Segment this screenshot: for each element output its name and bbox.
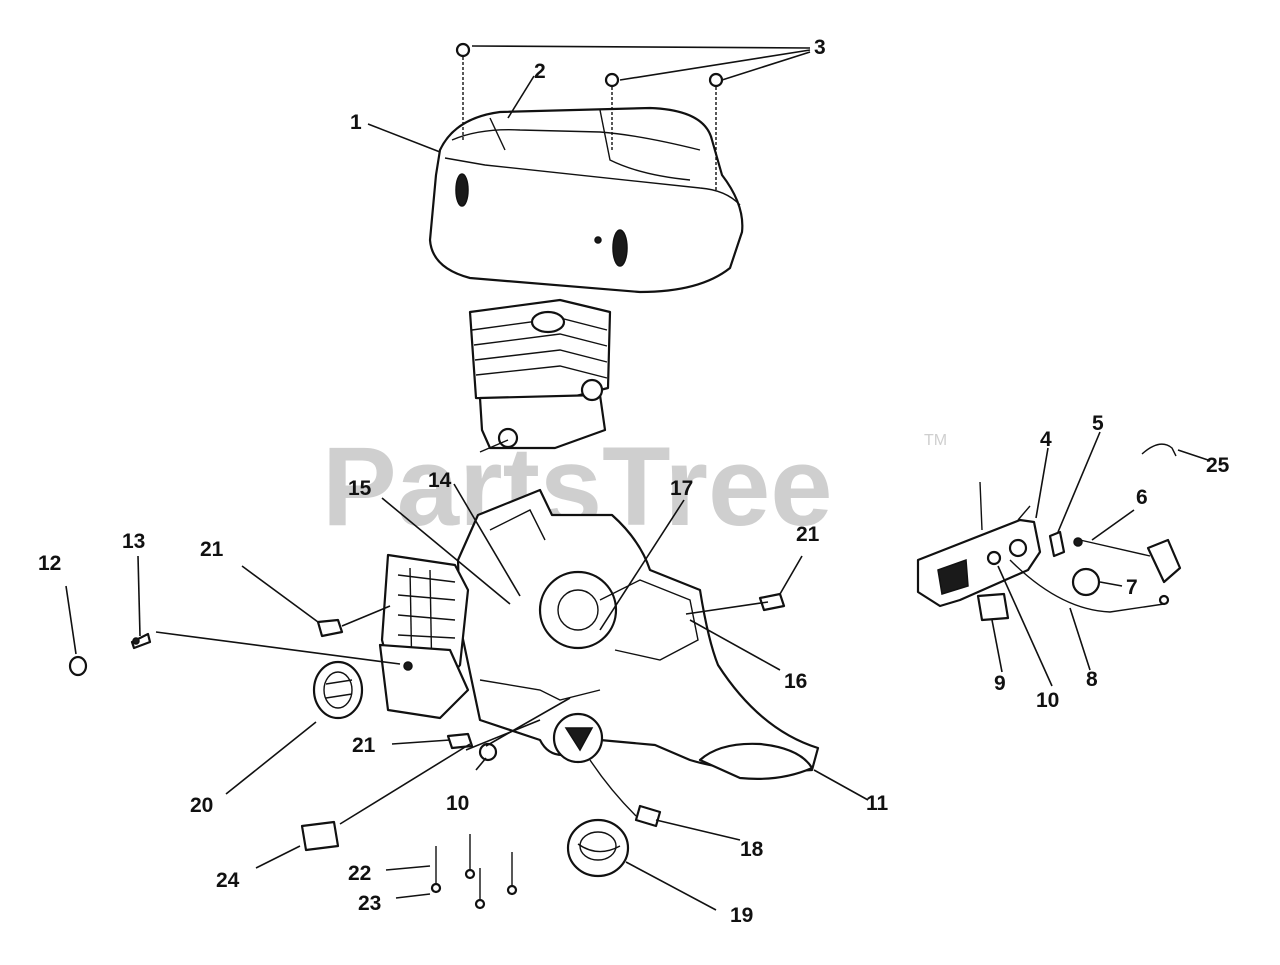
callout-3: 3 xyxy=(814,36,826,59)
callout-9: 9 xyxy=(994,672,1006,695)
watermark-trademark: TM xyxy=(924,432,947,449)
callout-25: 25 xyxy=(1206,454,1230,477)
clip[interactable] xyxy=(316,618,344,638)
callout-22: 22 xyxy=(348,862,371,885)
callout-labels: 1 2 3 4 5 6 7 8 9 10 10 11 12 13 14 15 1… xyxy=(38,36,1230,927)
switch-block[interactable] xyxy=(976,592,1010,622)
callout-10-center: 10 xyxy=(446,792,469,815)
bushing[interactable] xyxy=(68,655,88,677)
switch-button[interactable] xyxy=(1071,567,1101,597)
tether-tab[interactable] xyxy=(634,804,662,828)
callout-5: 5 xyxy=(1092,412,1104,435)
cone-fitting[interactable] xyxy=(130,632,152,650)
callout-11: 11 xyxy=(866,792,889,815)
spring[interactable] xyxy=(1048,530,1066,558)
callout-4: 4 xyxy=(1040,428,1052,451)
callout-13: 13 xyxy=(122,530,145,553)
callout-20: 20 xyxy=(190,794,213,817)
callout-7: 7 xyxy=(1126,576,1138,599)
bolts[interactable] xyxy=(430,834,518,910)
nut[interactable] xyxy=(478,742,498,762)
oil-cap[interactable] xyxy=(552,712,604,764)
callout-14: 14 xyxy=(428,469,452,492)
wire xyxy=(1009,559,1165,613)
filter-cap[interactable] xyxy=(312,660,364,720)
foam-block[interactable] xyxy=(300,820,340,852)
callout-1: 1 xyxy=(350,111,362,134)
callout-12: 12 xyxy=(38,552,61,575)
callout-21-right: 21 xyxy=(796,523,820,546)
clip[interactable] xyxy=(446,732,474,750)
callout-18: 18 xyxy=(740,838,764,861)
rear-handle-block[interactable] xyxy=(378,643,470,720)
clip[interactable] xyxy=(758,592,786,612)
callout-21-lower: 21 xyxy=(352,734,376,757)
callout-24: 24 xyxy=(216,869,240,892)
callout-10-right: 10 xyxy=(1036,689,1059,712)
trigger-lever[interactable] xyxy=(1073,537,1182,584)
cap-tether xyxy=(589,759,637,817)
callout-6: 6 xyxy=(1136,486,1148,509)
callout-17: 17 xyxy=(670,477,693,500)
washer[interactable] xyxy=(986,550,1002,566)
fuel-cap[interactable] xyxy=(566,818,630,878)
callout-16: 16 xyxy=(784,670,807,693)
top-cover[interactable] xyxy=(428,106,744,294)
callout-21-left: 21 xyxy=(200,538,224,561)
switch-bracket[interactable] xyxy=(916,481,1042,608)
callout-19: 19 xyxy=(730,904,753,927)
engine-cylinder xyxy=(468,298,612,453)
callout-15: 15 xyxy=(348,477,372,500)
leader-lines xyxy=(65,45,1209,911)
wire-end xyxy=(1158,594,1170,606)
callout-2: 2 xyxy=(534,60,546,83)
callout-23: 23 xyxy=(358,892,381,915)
wire-clip[interactable] xyxy=(1141,443,1177,457)
callout-8: 8 xyxy=(1086,668,1098,691)
